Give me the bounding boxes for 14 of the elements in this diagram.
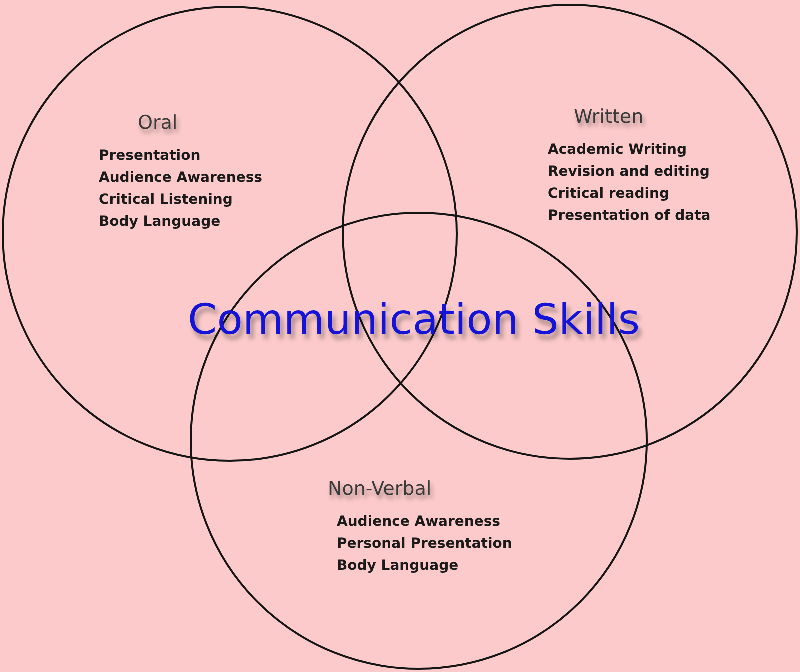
circle-heading: Oral [138, 111, 178, 135]
circle-heading: Written [574, 105, 644, 129]
skill-item: Critical reading [548, 185, 671, 204]
skill-item: Body Language [99, 213, 222, 232]
skill-item: Personal Presentation [337, 535, 512, 554]
skill-item: Critical Listening [99, 191, 234, 210]
skill-item: Audience Awareness [337, 513, 502, 532]
skill-item: Presentation [99, 147, 202, 166]
skill-item: Body Language [337, 557, 460, 576]
circle-heading: Non-Verbal [328, 477, 432, 501]
skill-item: Audience Awareness [99, 169, 262, 188]
skill-item: Presentation of data [548, 207, 711, 226]
skill-item: Revision and editing [548, 163, 711, 182]
skill-item: Academic Writing [548, 141, 688, 160]
